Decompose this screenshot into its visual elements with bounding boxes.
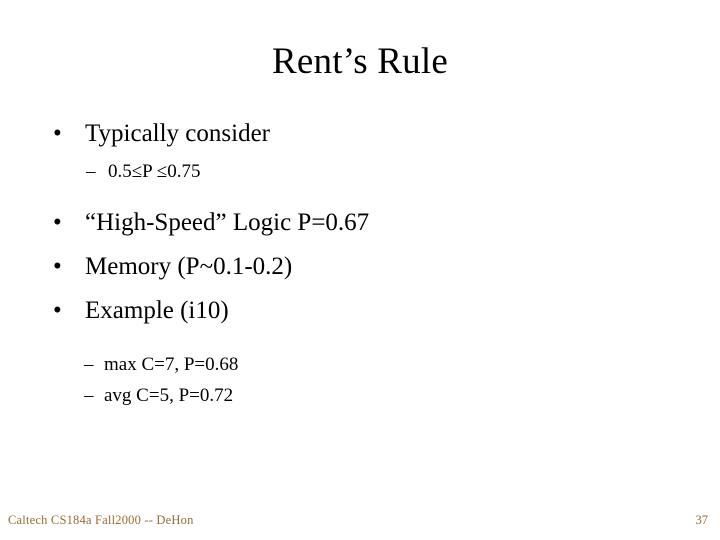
bullet-marker-dot: •: [53, 209, 62, 236]
sub-bullet-item: – 0.5≤P ≤0.75: [0, 156, 720, 187]
footer-text: Caltech CS184a Fall2000 -- DeHon: [8, 513, 194, 527]
bullet-text: Typically consider: [85, 120, 270, 147]
bullet-marker-dot: •: [53, 253, 62, 280]
slide-title: Rent’s Rule: [272, 41, 448, 82]
sub-bullet-item: – max C=7, P=0.68: [0, 349, 720, 380]
sub-bullet-item: – avg C=5, P=0.72: [0, 380, 720, 411]
page-number: 37: [695, 513, 709, 527]
bullet-marker-dash: –: [84, 385, 94, 406]
sub-bullet-text: max C=7, P=0.68: [104, 354, 239, 375]
bullet-text: Memory (P~0.1-0.2): [85, 253, 293, 280]
bullet-item: • Memory (P~0.1-0.2): [0, 245, 720, 289]
bullet-text: “High-Speed” Logic P=0.67: [85, 209, 370, 236]
bullet-item: • “High-Speed” Logic P=0.67: [0, 201, 720, 245]
sub-bullet-text: 0.5≤P ≤0.75: [108, 161, 201, 182]
bullet-text: Example (i10): [85, 297, 229, 324]
bullet-marker-dot: •: [53, 120, 62, 147]
bullet-marker-dash: –: [86, 161, 96, 182]
bullet-item: • Example (i10): [0, 289, 720, 333]
sub-bullet-text: avg C=5, P=0.72: [104, 385, 234, 406]
bullet-marker-dot: •: [53, 297, 62, 324]
bullet-item: • Typically consider: [0, 112, 720, 156]
slide-body: • Typically consider – 0.5≤P ≤0.75 • “Hi…: [0, 112, 720, 411]
bullet-marker-dash: –: [84, 354, 94, 375]
